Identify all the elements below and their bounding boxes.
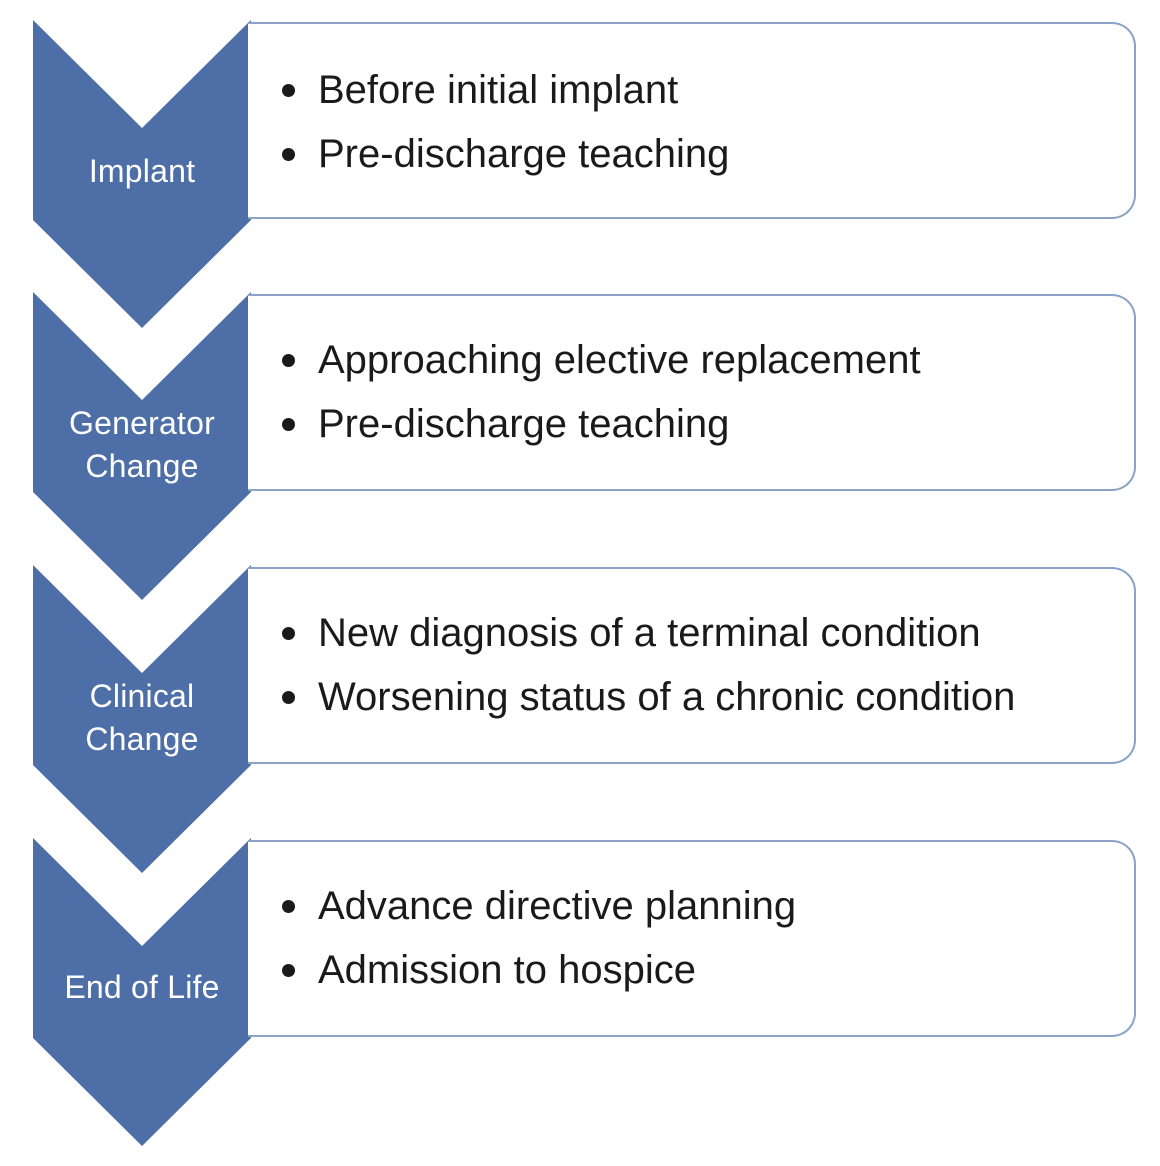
bullet-list: Before initial implant Pre-discharge tea… bbox=[278, 58, 729, 186]
stage-label: Generator Change bbox=[33, 402, 251, 488]
bullet-icon bbox=[282, 964, 295, 977]
chevron-arrow-shape bbox=[33, 292, 251, 600]
stage-details-box: Advance directive planning Admission to … bbox=[248, 840, 1136, 1037]
chevron-arrow-shape bbox=[33, 20, 251, 328]
stage-chevron: Implant bbox=[33, 20, 251, 328]
stage-label: Implant bbox=[33, 150, 251, 193]
stage-label: Clinical Change bbox=[33, 675, 251, 761]
stage-label-line: Change bbox=[85, 721, 199, 757]
bullet-icon bbox=[282, 418, 295, 431]
list-item: New diagnosis of a terminal condition bbox=[278, 601, 1015, 665]
list-item: Advance directive planning bbox=[278, 874, 796, 938]
bullet-icon bbox=[282, 148, 295, 161]
list-item-text: Pre-discharge teaching bbox=[318, 402, 730, 446]
list-item: Approaching elective replacement bbox=[278, 328, 921, 392]
stage-label-line: Change bbox=[85, 448, 199, 484]
chevron-arrow-shape bbox=[33, 838, 251, 1146]
list-item: Pre-discharge teaching bbox=[278, 122, 729, 186]
bullet-icon bbox=[282, 84, 295, 97]
list-item-text: Pre-discharge teaching bbox=[318, 132, 730, 176]
stage-label-line: Clinical bbox=[89, 678, 195, 714]
stage-label: End of Life bbox=[33, 966, 251, 1009]
stage-chevron: Clinical Change bbox=[33, 565, 251, 873]
list-item: Worsening status of a chronic condition bbox=[278, 665, 1015, 729]
stage-details-box: Approaching elective replacement Pre-dis… bbox=[248, 294, 1136, 491]
bullet-icon bbox=[282, 354, 295, 367]
chevron-arrow-shape bbox=[33, 565, 251, 873]
bullet-icon bbox=[282, 691, 295, 704]
bullet-list: New diagnosis of a terminal condition Wo… bbox=[278, 601, 1015, 729]
list-item: Before initial implant bbox=[278, 58, 729, 122]
list-item-text: Admission to hospice bbox=[318, 948, 696, 992]
stage-label-line: Implant bbox=[88, 153, 196, 189]
stage-chevron: Generator Change bbox=[33, 292, 251, 600]
stage-details-box: Before initial implant Pre-discharge tea… bbox=[248, 22, 1136, 219]
list-item-text: New diagnosis of a terminal condition bbox=[318, 611, 981, 655]
bullet-icon bbox=[282, 900, 295, 913]
stage-details-box: New diagnosis of a terminal condition Wo… bbox=[248, 567, 1136, 764]
stage-label-line: Generator bbox=[69, 405, 215, 441]
list-item-text: Before initial implant bbox=[318, 68, 679, 112]
list-item-text: Approaching elective replacement bbox=[318, 338, 921, 382]
list-item: Admission to hospice bbox=[278, 938, 796, 1002]
list-item-text: Advance directive planning bbox=[318, 884, 797, 928]
bullet-list: Advance directive planning Admission to … bbox=[278, 874, 796, 1002]
stage-label-line: End of Life bbox=[64, 969, 220, 1005]
bullet-list: Approaching elective replacement Pre-dis… bbox=[278, 328, 921, 456]
stage-chevron: End of Life bbox=[33, 838, 251, 1146]
bullet-icon bbox=[282, 627, 295, 640]
list-item-text: Worsening status of a chronic condition bbox=[318, 675, 1016, 719]
list-item: Pre-discharge teaching bbox=[278, 392, 921, 456]
